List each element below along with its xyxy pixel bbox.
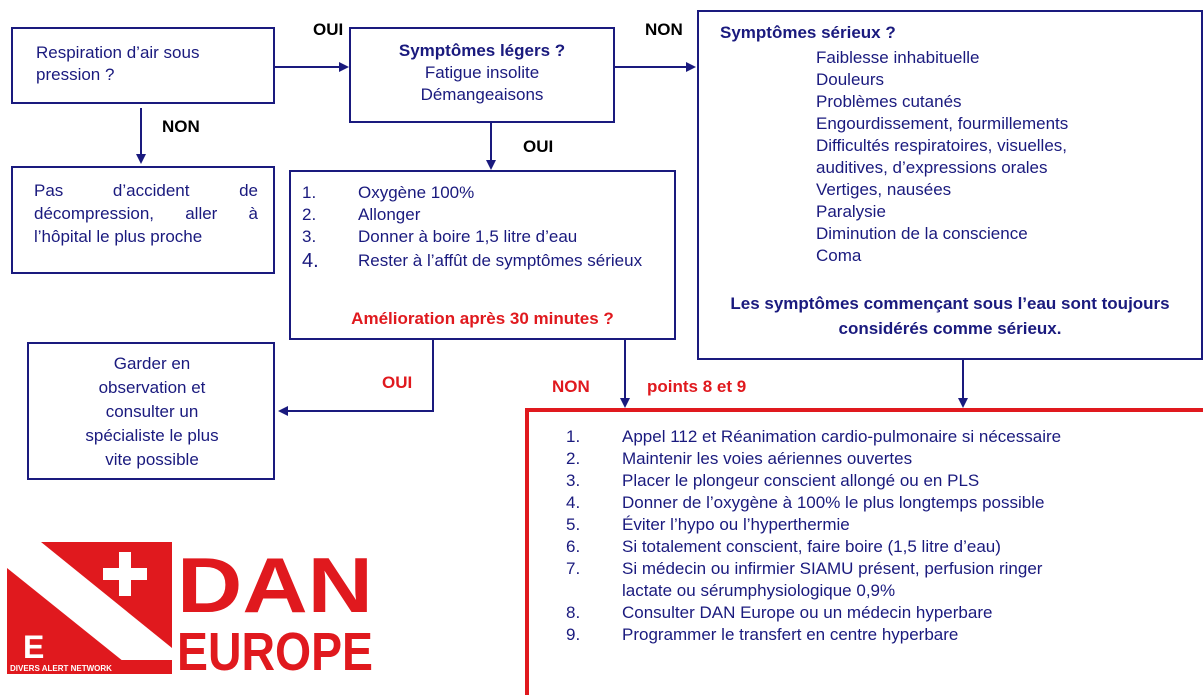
label-oui-left: OUI (382, 373, 413, 392)
list-text: Éviter l’hypo ou l’hyperthermie (622, 515, 850, 534)
serious-symptom-item: auditives, d’expressions orales (816, 158, 1048, 177)
list-text: Programmer le transfert en centre hyperb… (622, 625, 959, 644)
list-number: 6. (566, 537, 581, 556)
emergency-item: 9. Programmer le transfert en centre hype… (566, 624, 1186, 646)
svg-text:DAN: DAN (177, 542, 373, 629)
svg-text:E: E (23, 629, 44, 665)
list-number: 1. (566, 427, 581, 446)
list-number: 5. (566, 515, 581, 534)
label-non-down: NON (162, 117, 200, 136)
dan-europe-logo-graphic: E DIVERS ALERT NETWORK DAN EUROPE (7, 541, 373, 682)
improvement-question: Amélioration après 30 minutes ? (351, 309, 614, 328)
mild-symptoms-title: Symptômes légers ? (398, 41, 566, 60)
no-accident-box: Pas d’accident de décompression, aller à… (11, 166, 275, 274)
list-text: Consulter DAN Europe ou un médecin hyper… (622, 603, 993, 622)
serious-symptom-item: Coma (816, 246, 862, 265)
label-non-bottom: NON (552, 377, 590, 396)
question-pressurized-air-box: Respiration d’air sous pression ? (11, 27, 275, 104)
serious-symptom-item: Problèmes cutanés (816, 92, 962, 111)
no-accident-text: Pas d’accident de décompression, aller à… (34, 181, 258, 246)
list-text: Si totalement conscient, faire boire (1,… (622, 537, 1001, 556)
list-text: Rester à l’affût de symptômes sérieux (358, 251, 643, 270)
serious-symptom-item: Engourdissement, fourmillements (816, 114, 1069, 133)
emergency-item: 6. Si totalement conscient, faire boire (… (566, 536, 1186, 558)
serious-symptom-item: Difficultés respiratoires, visuelles, (816, 136, 1067, 155)
emergency-frame (525, 408, 1203, 695)
serious-symptom-item: Diminution de la conscience (816, 224, 1028, 243)
svg-text:EUROPE: EUROPE (177, 622, 373, 674)
serious-symptoms-title: Symptômes sérieux ? (720, 23, 896, 42)
emergency-item: 2. Maintenir les voies aériennes ouvertes (566, 448, 1186, 470)
serious-symptom-item: Douleurs (816, 70, 885, 89)
list-number: 1. (302, 183, 317, 202)
list-number: 7. (566, 559, 581, 578)
serious-symptoms-list: Faiblesse inhabituelle Douleurs Problème… (816, 47, 1068, 267)
list-text: Allonger (358, 205, 421, 224)
list-number: 2. (302, 205, 317, 224)
first-aid-item: 2. Allonger (302, 204, 662, 226)
first-aid-item: 1. Oxygène 100% (302, 182, 662, 204)
serious-symptom-item: Paralysie (816, 202, 886, 221)
serious-symptoms-box: Symptômes sérieux ? Faiblesse inhabituel… (697, 10, 1203, 360)
list-text: Donner de l’oxygène à 100% le plus longt… (622, 493, 1045, 512)
label-non-top: NON (645, 20, 683, 39)
observation-box: Garder en observation et consulter un sp… (27, 342, 275, 480)
emergency-item: 7. Si médecin ou infirmier SIAMU présent,… (566, 558, 1092, 602)
first-aid-item: 3. Donner à boire 1,5 litre d’eau (302, 226, 662, 248)
list-number: 4. (302, 250, 319, 272)
list-number: 3. (566, 471, 581, 490)
list-text: Appel 112 et Réanimation cardio-pulmonai… (622, 427, 1062, 446)
emergency-item: 1. Appel 112 et Réanimation cardio-pulmon… (566, 426, 1186, 448)
question-pressurized-air-text: Respiration d’air sous pression ? (36, 43, 200, 84)
serious-symptom-item: Faiblesse inhabituelle (816, 48, 980, 67)
list-number: 9. (566, 625, 581, 644)
list-number: 8. (566, 603, 581, 622)
dan-europe-logo: E DIVERS ALERT NETWORK DAN EUROPE (7, 541, 377, 682)
list-text: Si médecin ou infirmier SIAMU présent, p… (622, 559, 1043, 600)
first-aid-list: 1. Oxygène 100% 2. Allonger 3. Donner à boi… (302, 182, 662, 272)
label-oui-mid: OUI (523, 137, 554, 156)
mild-symptom-item: Démangeaisons (420, 85, 544, 104)
arrow-first-aid-to-observation (278, 340, 434, 416)
mild-symptoms-box: Symptômes légers ? Fatigue insolite Déma… (349, 27, 615, 123)
list-text: Maintenir les voies aériennes ouvertes (622, 449, 913, 468)
emergency-item: 4. Donner de l’oxygène à 100% le plus lon… (566, 492, 1186, 514)
first-aid-item: 4. Rester à l’affût de symptômes sérieux (302, 250, 662, 272)
svg-text:DIVERS ALERT NETWORK: DIVERS ALERT NETWORK (10, 664, 112, 673)
first-aid-box: 1. Oxygène 100% 2. Allonger 3. Donner à boi… (289, 170, 676, 340)
serious-symptom-item: Vertiges, nausées (816, 180, 952, 199)
emergency-item: 5. Éviter l’hypo ou l’hyperthermie (566, 514, 1186, 536)
emergency-list: 1. Appel 112 et Réanimation cardio-pulmon… (566, 426, 1186, 646)
emergency-item: 3. Placer le plongeur conscient allongé o… (566, 470, 1186, 492)
list-number: 4. (566, 493, 581, 512)
serious-symptoms-footer: Les symptômes commençant sous l’eau sont… (730, 294, 1170, 338)
list-number: 2. (566, 449, 581, 468)
list-text: Oxygène 100% (358, 183, 475, 202)
mild-symptom-item: Fatigue insolite (424, 63, 540, 82)
emergency-item: 8. Consulter DAN Europe ou un médecin hyp… (566, 602, 1186, 624)
label-points: points 8 et 9 (647, 377, 747, 396)
list-text: Placer le plongeur conscient allongé ou … (622, 471, 980, 490)
list-text: Donner à boire 1,5 litre d’eau (358, 227, 578, 246)
observation-text: Garder en observation et consulter un sp… (85, 354, 219, 469)
label-oui-top: OUI (313, 20, 344, 39)
list-number: 3. (302, 227, 317, 246)
